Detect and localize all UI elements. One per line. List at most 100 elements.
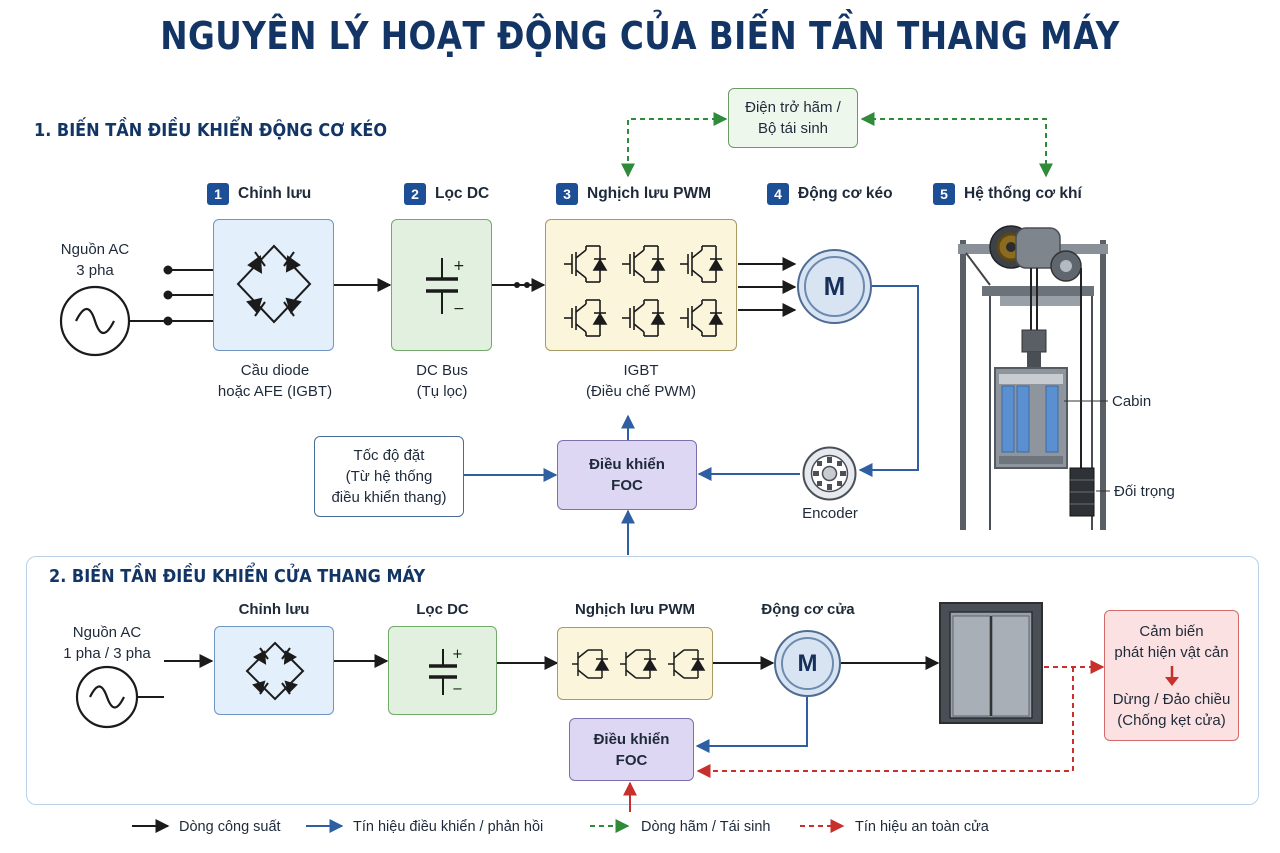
inverter-line: IGBT — [623, 362, 659, 379]
igbt-bridge-icon — [564, 245, 724, 337]
rectifier-line: hoặc AFE (IGBT) — [217, 383, 333, 400]
step-label: Chỉnh lưu — [238, 185, 312, 202]
capacitor-icon: + − — [426, 258, 465, 317]
source-line: Nguồn AC — [72, 624, 142, 641]
s1-encoder — [801, 445, 858, 502]
step-number: 4 — [767, 183, 789, 205]
legend-braking: Dòng hãm / Tái sinh — [641, 819, 771, 835]
s2-dc-filter-box: + − — [388, 626, 497, 715]
legend-power: Dòng công suất — [179, 819, 281, 835]
s2-foc-controller-box: Điều khiển FOC — [569, 718, 694, 781]
motor-letter: M — [781, 637, 834, 690]
step-number: 1 — [207, 183, 229, 205]
foc-line: FOC — [611, 477, 643, 494]
diode-bridge-icon — [236, 244, 312, 324]
s2-inverter-heading: Nghịch lưu PWM — [574, 601, 695, 618]
s1-step-motor: 4 Động cơ kéo — [767, 183, 893, 205]
sensor-line: Cảm biến — [1139, 623, 1204, 640]
rectifier-line: Cầu diode — [240, 362, 310, 379]
s2-inverter-box — [557, 627, 713, 700]
sensor-line: phát hiện vật cản — [1114, 644, 1229, 661]
s1-dc-filter-box: + − — [391, 219, 492, 351]
braking-line: Bộ tái sinh — [757, 120, 829, 137]
source-line: 1 pha / 3 pha — [63, 645, 151, 662]
speed-line: điều khiển thang) — [331, 489, 447, 506]
igbt-switch-icon — [564, 245, 608, 283]
igbt-switch-icon — [680, 299, 724, 337]
svg-text:+: + — [453, 258, 465, 274]
s2-rectifier-box — [214, 626, 334, 715]
s1-braking-to-mechanics-dashed — [860, 112, 1053, 178]
encoder-icon — [802, 446, 857, 501]
inverter-line: (Điều chế PWM) — [585, 383, 697, 400]
s1-rectifier-box — [213, 219, 334, 351]
dc-line: DC Bus — [416, 362, 468, 379]
s2-dc-heading: Lọc DC — [416, 601, 469, 618]
braking-text: Điện trở hãm / Bộ tái sinh — [729, 89, 857, 147]
down-arrow-icon — [1164, 666, 1179, 686]
s1-cabin-label: Cabin — [1112, 393, 1152, 410]
igbt-switch-icon — [680, 245, 724, 283]
section2-title: 2. BIẾN TẦN ĐIỀU KHIỂN CỬA THANG MÁY — [49, 567, 426, 587]
s2-source-label: Nguồn AC 1 pha / 3 pha — [46, 622, 168, 664]
s1-inverter-to-motor-arrows — [738, 257, 797, 317]
s2-obstacle-sensor-box: Cảm biến phát hiện vật cản Dừng / Đảo ch… — [1104, 610, 1239, 741]
s1-motor-to-encoder-feedback — [858, 285, 919, 477]
s1-speed-setpoint-box: Tốc độ đặt (Từ hệ thống điều khiển thang… — [314, 436, 464, 517]
foc-text: Điều khiển FOC — [558, 441, 696, 509]
elevator-mechanical-drawing — [958, 225, 1110, 530]
s1-step-inverter: 3 Nghịch lưu PWM — [556, 183, 711, 205]
s1-step-dc-filter: 2 Lọc DC — [404, 183, 489, 205]
step-number: 5 — [933, 183, 955, 205]
s1-traction-motor: M — [797, 249, 872, 324]
s2-ac-source-symbol — [75, 665, 139, 729]
sensor-line: (Chống kẹt cửa) — [1117, 712, 1226, 729]
dc-line: (Tụ lọc) — [416, 383, 468, 400]
speed-line: (Từ hệ thống — [345, 468, 433, 485]
legend-control: Tín hiệu điều khiển / phản hồi — [353, 819, 544, 835]
s1-source-wires — [130, 265, 213, 326]
page-title: NGUYÊN LÝ HOẠT ĐỘNG CỦA BIẾN TẦN THANG M… — [160, 14, 1120, 58]
motor-letter: M — [804, 256, 865, 317]
speed-text: Tốc độ đặt (Từ hệ thống điều khiển thang… — [315, 437, 463, 516]
s2-door-motor: M — [774, 630, 841, 697]
speed-line: Tốc độ đặt — [353, 447, 425, 464]
source-line: Nguồn AC — [60, 241, 130, 258]
s1-rectifier-label: Cầu diode hoặc AFE (IGBT) — [190, 360, 360, 402]
s1-step-rectifier: 1 Chỉnh lưu — [207, 183, 311, 205]
igbt-switch-icon — [622, 299, 666, 337]
braking-line: Điện trở hãm / — [745, 99, 841, 116]
diode-bridge-icon — [245, 641, 305, 701]
s1-encoder-label: Encoder — [802, 505, 858, 522]
foc-text: Điều khiển FOC — [570, 719, 693, 780]
s2-sensor-to-foc-safety-dashed — [696, 667, 1074, 778]
s1-dc-to-inverter-arrow — [492, 278, 546, 292]
s2-motor-heading: Động cơ cửa — [761, 601, 855, 618]
source-line: 3 pha — [76, 262, 114, 279]
elevator-door-drawing — [939, 602, 1043, 724]
igbt-switch-icon — [622, 245, 666, 283]
s1-foc-controller-box: Điều khiển FOC — [557, 440, 697, 510]
step-label: Nghịch lưu PWM — [587, 185, 712, 202]
s1-braking-resistor-box: Điện trở hãm / Bộ tái sinh — [728, 88, 858, 148]
igbt-bridge-icon — [572, 649, 706, 679]
s2-rectifier-heading: Chỉnh lưu — [238, 601, 310, 618]
s1-counterweight-label: Đối trọng — [1114, 483, 1175, 500]
step-label: Động cơ kéo — [798, 185, 893, 202]
foc-line: FOC — [615, 751, 648, 769]
step-number: 3 — [556, 183, 578, 205]
s1-inverter-label: IGBT (Điều chế PWM) — [556, 360, 726, 402]
step-number: 2 — [404, 183, 426, 205]
s1-braking-to-inverter-dashed — [621, 112, 728, 178]
svg-text:−: − — [453, 301, 465, 317]
s1-inverter-box — [545, 219, 737, 351]
foc-line: Điều khiển — [589, 456, 665, 473]
legend-safety: Tín hiệu an toàn cửa — [855, 819, 989, 835]
sensor-line: Dừng / Đảo chiều — [1112, 691, 1231, 708]
step-label: Lọc DC — [435, 185, 490, 202]
step-label: Hệ thống cơ khí — [964, 185, 1082, 202]
capacitor-icon: + − — [429, 647, 463, 697]
s1-step-mechanics: 5 Hệ thống cơ khí — [933, 183, 1082, 205]
